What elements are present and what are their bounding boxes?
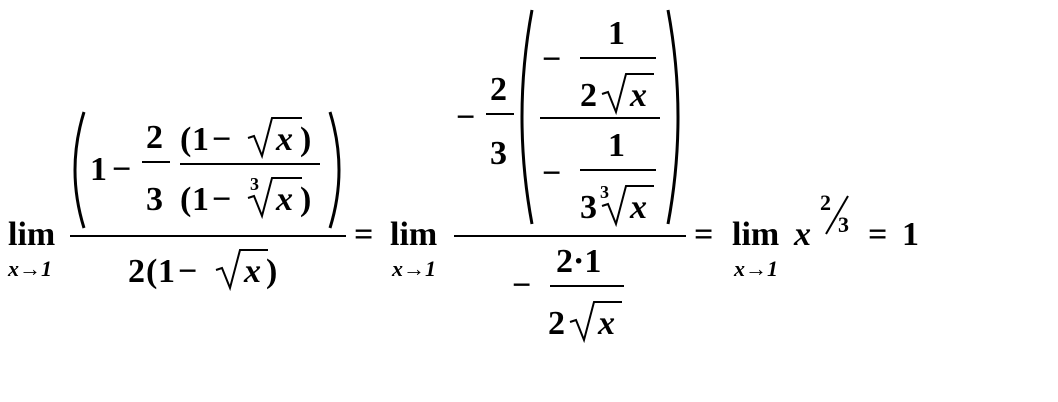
exponent-den: 3 xyxy=(838,212,849,237)
den1-two: 2 xyxy=(128,253,145,290)
den1-one: 1 xyxy=(158,253,175,290)
power-base-x: x xyxy=(793,216,811,253)
inner-bot-den-x: x xyxy=(629,189,647,226)
equals-3: = xyxy=(868,216,887,253)
num1-minus: − xyxy=(112,151,131,188)
lim-subscript-1: x→1 xyxy=(7,256,52,281)
den2-minus: − xyxy=(512,267,531,304)
num1-inner-one: 1 xyxy=(192,121,209,158)
inner-bot-minus: − xyxy=(542,155,561,192)
den1-minus: − xyxy=(178,253,197,290)
lim-operator-2: lim xyxy=(390,216,437,253)
den1-x: x xyxy=(243,253,261,290)
big-left-paren-1 xyxy=(73,111,86,229)
num1-one: 1 xyxy=(90,151,107,188)
num2-frac-num: 2 xyxy=(490,71,507,108)
num1-frac-den: 3 xyxy=(146,181,163,218)
den2-num: 2·1 xyxy=(556,243,601,280)
lim-subscript-2: x→1 xyxy=(391,256,436,281)
inner-top-num: 1 xyxy=(608,15,625,52)
den2-den-two: 2 xyxy=(548,305,565,342)
num2-minus: − xyxy=(456,99,475,136)
inner-top-den-x: x xyxy=(629,77,647,114)
den1-open: ( xyxy=(146,253,157,290)
big-right-paren-2 xyxy=(666,9,680,225)
num1-inner-x: x xyxy=(275,121,293,158)
den1-root-index: 3 xyxy=(250,174,259,194)
den1-inner-x: x xyxy=(275,181,293,218)
cbrt-sign-2 xyxy=(601,185,654,228)
num2-frac-den: 3 xyxy=(490,135,507,172)
num1-inner-open: ( xyxy=(180,121,191,158)
exponent-num: 2 xyxy=(820,190,831,215)
equals-1: = xyxy=(354,216,373,253)
cbrt-sign-1 xyxy=(247,177,302,220)
lim-operator-3: lim xyxy=(732,216,779,253)
den1-inner-close: ) xyxy=(300,181,311,218)
inner-top-den-two: 2 xyxy=(580,77,597,114)
den1-inner-open: ( xyxy=(180,181,191,218)
num1-frac-num: 2 xyxy=(146,119,163,156)
num1-inner-minus: − xyxy=(212,121,231,158)
lim-subscript-3: x→1 xyxy=(733,256,778,281)
den1-close: ) xyxy=(266,253,277,290)
sqrt-sign-4 xyxy=(569,301,622,344)
den2-den-x: x xyxy=(597,305,615,342)
sqrt-sign-1 xyxy=(247,117,302,160)
equals-2: = xyxy=(694,216,713,253)
inner-top-minus: − xyxy=(542,41,561,78)
lim-operator-1: lim xyxy=(8,216,55,253)
inner-bot-den-three: 3 xyxy=(580,189,597,226)
big-left-paren-2 xyxy=(520,9,534,225)
sqrt-sign-3 xyxy=(601,73,654,116)
sqrt-sign-2 xyxy=(215,249,268,292)
inner-bot-root-index: 3 xyxy=(600,182,609,202)
inner-bot-num: 1 xyxy=(608,127,625,164)
exponent-slash xyxy=(825,195,849,235)
big-right-paren-1 xyxy=(328,111,341,229)
final-result: 1 xyxy=(902,216,919,253)
den1-inner-minus: − xyxy=(212,181,231,218)
den1-inner-one: 1 xyxy=(192,181,209,218)
num1-inner-close: ) xyxy=(300,121,311,158)
